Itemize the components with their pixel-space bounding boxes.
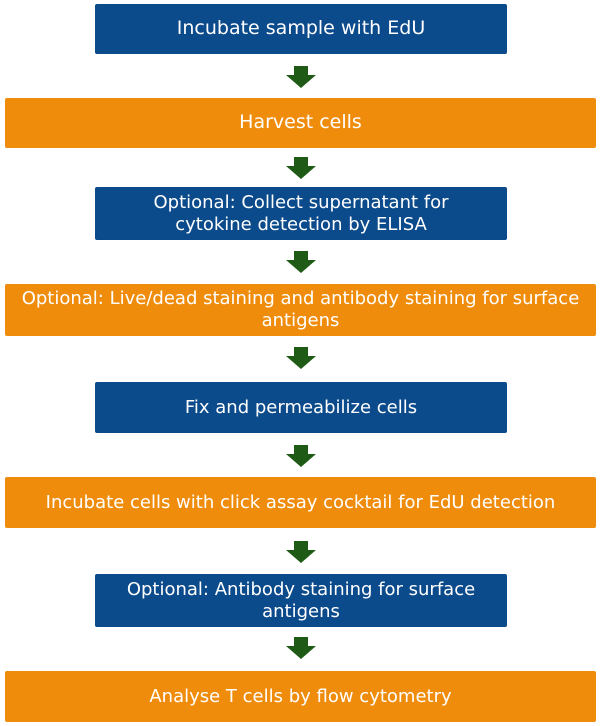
step-1-incubate-edu: Incubate sample with EdU xyxy=(95,4,507,54)
step-8-flow-cytometry: Analyse T cells by flow cytometry xyxy=(5,671,596,722)
step-1-label: Incubate sample with EdU xyxy=(176,17,426,40)
step-5-label: Fix and permeabilize cells xyxy=(184,396,418,418)
step-6-label: Incubate cells with click assay cocktail… xyxy=(45,491,556,513)
step-6-click-assay: Incubate cells with click assay cocktail… xyxy=(5,477,596,528)
down-arrow-icon xyxy=(286,66,316,88)
step-5-fix-permeabilize: Fix and permeabilize cells xyxy=(95,382,507,433)
step-7-label: Optional: Antibody staining for surface … xyxy=(126,578,476,622)
down-arrow-icon xyxy=(286,157,316,179)
step-4-live-dead-staining: Optional: Live/dead staining and antibod… xyxy=(5,284,596,336)
step-8-label: Analyse T cells by flow cytometry xyxy=(149,685,452,707)
step-4-label: Optional: Live/dead staining and antibod… xyxy=(21,288,580,331)
step-2-label: Harvest cells xyxy=(239,111,362,134)
step-7-antibody-staining: Optional: Antibody staining for surface … xyxy=(95,574,507,627)
step-3-label: Optional: Collect supernatant for cytoki… xyxy=(153,191,449,235)
down-arrow-icon xyxy=(286,541,316,563)
down-arrow-icon xyxy=(286,347,316,369)
down-arrow-icon xyxy=(286,637,316,659)
down-arrow-icon xyxy=(286,445,316,467)
down-arrow-icon xyxy=(286,251,316,273)
step-2-harvest-cells: Harvest cells xyxy=(5,98,596,148)
step-3-collect-supernatant: Optional: Collect supernatant for cytoki… xyxy=(95,187,507,240)
